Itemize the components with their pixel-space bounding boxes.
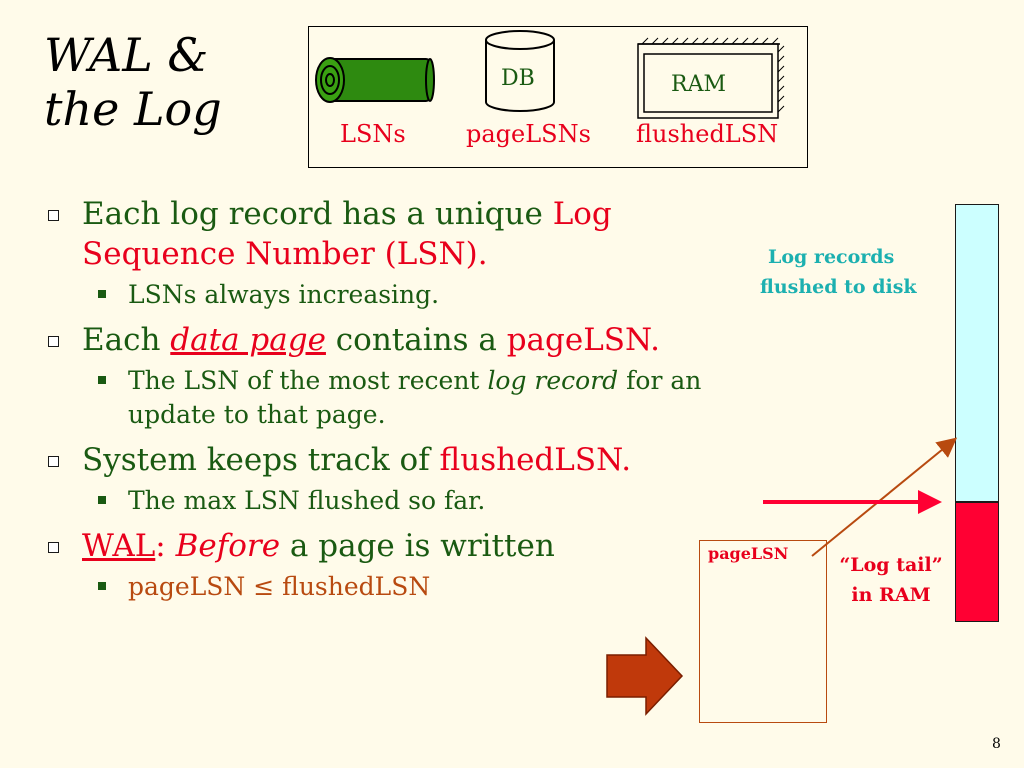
block-arrow-icon: [606, 636, 684, 716]
log-cylinder-icon: [315, 57, 435, 103]
page-lsn-label: pageLSN: [708, 544, 789, 563]
bullet-highlight: Log Sequence Number (LSN).: [82, 196, 612, 272]
bullet-list: Each log record has a unique Log Sequenc…: [48, 194, 748, 604]
sub-bullet-emphasis: log record: [487, 366, 619, 395]
bullet-highlight: WAL: [82, 528, 156, 564]
sub-bullet-max-lsn: The max LSN flushed so far.: [48, 484, 748, 518]
slide-page-number: 8: [992, 736, 1001, 752]
db-label: DB: [501, 66, 535, 91]
title-line-2: the Log: [44, 82, 222, 136]
sub-bullet-wal-rule: pageLSN ≤ flushedLSN: [48, 570, 748, 604]
flushed-records-label: Log records flushed to disk: [760, 242, 950, 302]
filled-square-bullet-icon: [98, 290, 106, 298]
storage-diagram-shapes: [315, 30, 785, 119]
data-page-box: [699, 540, 827, 723]
sub-bullet-most-recent: The LSN of the most recent log record fo…: [48, 364, 748, 432]
bullet-text: System keeps track of: [82, 442, 440, 478]
bullet-flushedlsn: System keeps track of flushedLSN.: [48, 440, 748, 480]
flushed-label-line-2: flushed to disk: [760, 276, 917, 298]
ram-box-icon: [637, 37, 785, 119]
pagelsn-pointer-arrow: [811, 437, 958, 557]
title-line-1: WAL &: [44, 28, 209, 82]
bullet-text: Each log record has a unique: [82, 196, 553, 232]
filled-square-bullet-icon: [98, 496, 106, 504]
bullet-wal: WAL: Before a page is written: [48, 526, 748, 566]
sub-bullet-text: The LSN of the most recent: [128, 366, 488, 395]
square-bullet-icon: [48, 210, 59, 221]
filled-square-bullet-icon: [98, 376, 106, 384]
tail-label-line-1: “Log tail”: [839, 554, 943, 576]
flushed-label-line-1: Log records: [768, 246, 895, 268]
sub-bullet-text: for an update to that page.: [128, 366, 702, 429]
square-bullet-icon: [48, 542, 59, 553]
pagelsns-label: pageLSNs: [466, 120, 591, 148]
bullet-emphasis: Before: [175, 528, 281, 564]
sub-bullet-text: The max LSN flushed so far.: [128, 486, 486, 515]
lsns-label: LSNs: [340, 120, 406, 148]
bullet-highlight: :: [155, 528, 176, 564]
bullet-text: contains a: [325, 322, 507, 358]
sub-bullet-rule-text: pageLSN ≤ flushedLSN: [128, 572, 431, 601]
database-cylinder-icon: [485, 30, 555, 112]
filled-square-bullet-icon: [98, 582, 106, 590]
square-bullet-icon: [48, 336, 59, 347]
sub-bullet-lsn-increasing: LSNs always increasing.: [48, 278, 748, 312]
bullet-highlight: pageLSN.: [506, 322, 661, 358]
bullet-highlight: flushedLSN.: [439, 442, 632, 478]
log-flushed-segment: [955, 204, 999, 502]
bullet-text: a page is written: [280, 528, 555, 564]
bullet-text: Each: [82, 322, 171, 358]
bullet-emphasis: data page: [170, 322, 326, 358]
log-tail-segment: [955, 502, 999, 622]
flushedlsn-label: flushedLSN: [636, 120, 779, 148]
bullet-pagelsn: Each data page contains a pageLSN.: [48, 320, 748, 360]
square-bullet-icon: [48, 456, 59, 467]
bullet-lsn: Each log record has a unique Log Sequenc…: [48, 194, 748, 274]
sub-bullet-text: LSNs always increasing.: [128, 280, 440, 309]
log-tail-label: “Log tail” in RAM: [826, 550, 956, 610]
ram-label: RAM: [671, 72, 726, 97]
tail-label-line-2: in RAM: [851, 584, 931, 606]
slide-title: WAL & the Log: [44, 28, 284, 136]
